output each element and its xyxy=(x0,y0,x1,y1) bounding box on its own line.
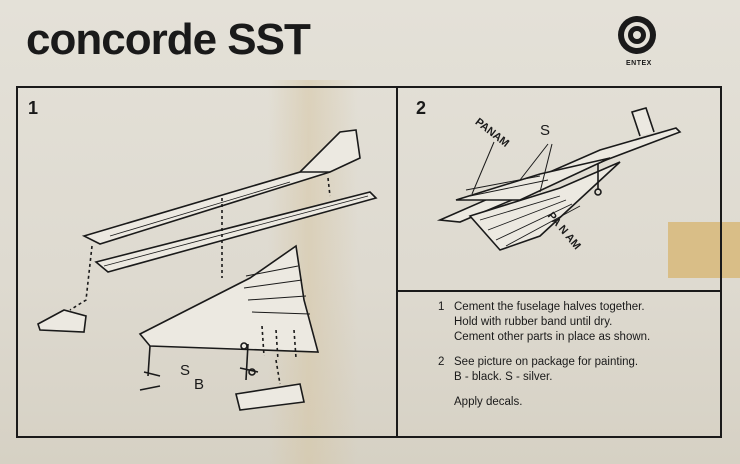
page-title: concorde SST xyxy=(26,15,311,64)
panel-divider-vertical xyxy=(396,86,398,438)
final-note: Apply decals. xyxy=(454,396,523,408)
step-number-2: 2 xyxy=(416,98,427,118)
entex-logo-icon xyxy=(618,16,656,54)
instruction-step-1: 1 Cement the fuselage halves together. H… xyxy=(438,301,651,343)
label-silver-part: S xyxy=(180,362,191,379)
instruction-step-2: 2 See picture on package for painting. B… xyxy=(438,356,639,383)
brand-label: ENTEX xyxy=(626,60,652,67)
instruction-text: 1 Cement the fuselage halves together. H… xyxy=(438,300,718,410)
panel-divider-horizontal xyxy=(396,290,722,292)
step-number-1: 1 xyxy=(28,98,39,118)
tape-mark xyxy=(668,222,740,278)
label-silver-paint: S xyxy=(540,122,551,139)
instruction-frame xyxy=(16,86,722,438)
label-black-part: B xyxy=(194,376,205,393)
